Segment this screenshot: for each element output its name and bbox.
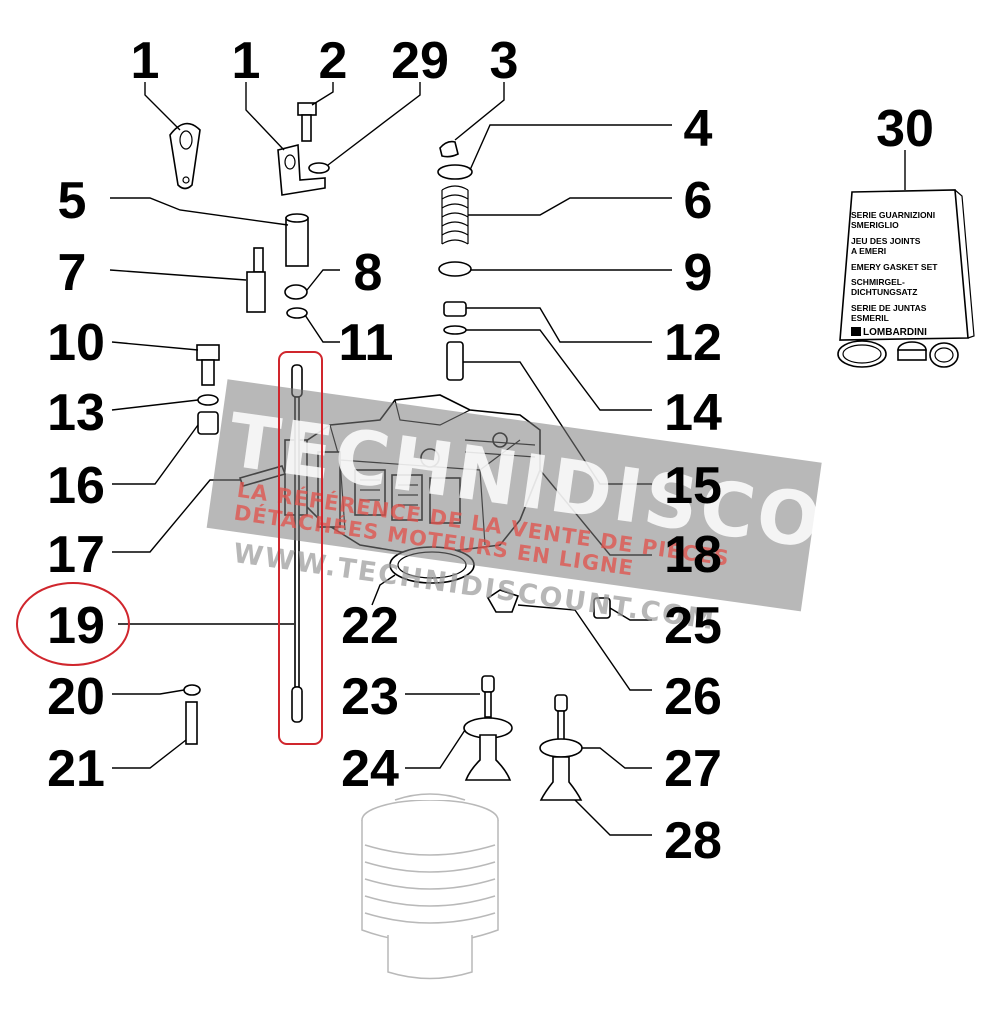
cylinder-drawing <box>361 793 499 980</box>
callout-26: 26 <box>664 668 722 726</box>
callout-25: 25 <box>664 597 722 655</box>
callout-29: 29 <box>391 32 449 90</box>
callout-7: 7 <box>58 244 87 302</box>
rocker-arm-drawing <box>169 122 201 190</box>
intake-valve-drawing <box>463 675 513 781</box>
injector-bracket-drawing <box>486 589 520 613</box>
kit-line-8: SERIE DE JUNTAS <box>851 303 927 313</box>
callout-23: 23 <box>341 668 399 726</box>
callout-28: 28 <box>664 812 722 870</box>
callout-11: 11 <box>339 314 394 372</box>
callout-12: 12 <box>664 314 722 372</box>
nut-16-drawing <box>197 411 219 435</box>
kit-line-7: DICHTUNGSATZ <box>851 287 917 297</box>
callout-18: 18 <box>664 526 722 584</box>
callout-30: 30 <box>876 100 934 158</box>
bracket-drawing <box>277 143 326 196</box>
callout-9: 9 <box>684 244 713 302</box>
callout-15: 15 <box>664 457 722 515</box>
spring-seat-drawing <box>438 261 472 277</box>
highlight-box <box>278 351 323 745</box>
gasket-kit-booklet: SERIE GUARNIZIONI SMERIGLIO JEU DES JOIN… <box>839 189 975 341</box>
lombardini-logo-icon <box>851 327 861 336</box>
callout-24: 24 <box>341 740 399 798</box>
washer-small-drawing <box>286 307 308 319</box>
spring-cap-drawing <box>437 164 473 180</box>
screw-drawing <box>297 102 317 142</box>
kit-line-5: EMERY GASKET SET <box>851 262 938 272</box>
nut-20-drawing <box>183 684 201 696</box>
callout-4: 4 <box>684 100 713 158</box>
callout-10: 10 <box>47 314 105 372</box>
callout-1a: 1 <box>131 32 160 90</box>
callout-27: 27 <box>664 740 722 798</box>
kit-line-1: SERIE GUARNIZIONI <box>851 210 935 220</box>
washer-13-drawing <box>197 394 219 406</box>
o-ring-drawing <box>443 325 467 335</box>
bolt-drawing <box>196 344 220 386</box>
stud-21-drawing <box>185 701 198 745</box>
valve-spring-drawing <box>441 185 469 245</box>
callout-2: 2 <box>319 32 348 90</box>
callout-6: 6 <box>684 172 713 230</box>
valve-keeper-drawing <box>439 140 459 158</box>
callout-1b: 1 <box>232 32 261 90</box>
kit-brand: LOMBARDINI <box>863 327 927 338</box>
washer-drawing <box>308 162 330 174</box>
callout-5: 5 <box>58 172 87 230</box>
kit-line-3: JEU DES JOINTS <box>851 236 921 246</box>
callout-19: 19 <box>47 597 105 655</box>
callout-20: 20 <box>47 668 105 726</box>
stud-drawing <box>246 247 266 313</box>
callout-22: 22 <box>341 597 399 655</box>
callout-14: 14 <box>664 384 722 442</box>
callout-8: 8 <box>354 244 383 302</box>
valve-seal-drawing <box>443 301 467 317</box>
spacer-drawing <box>285 213 309 267</box>
callout-3: 3 <box>490 32 519 90</box>
kit-line-2: SMERIGLIO <box>851 220 899 230</box>
kit-line-9: ESMERIL <box>851 313 889 323</box>
callout-13: 13 <box>47 384 105 442</box>
highlight-circle <box>16 582 130 666</box>
exhaust-valve-drawing <box>539 694 583 801</box>
kit-line-6: SCHMIRGEL- <box>851 277 905 287</box>
gasket-kit-parts <box>837 340 959 368</box>
callout-17: 17 <box>47 526 105 584</box>
callout-numbers: 1 1 2 29 3 4 5 6 7 8 9 10 11 12 13 14 15… <box>47 32 934 870</box>
kit-line-4: A EMERI <box>851 246 886 256</box>
valve-guide-drawing <box>446 341 464 381</box>
callout-21: 21 <box>47 740 105 798</box>
nut-drawing <box>284 284 308 300</box>
callout-16: 16 <box>47 457 105 515</box>
